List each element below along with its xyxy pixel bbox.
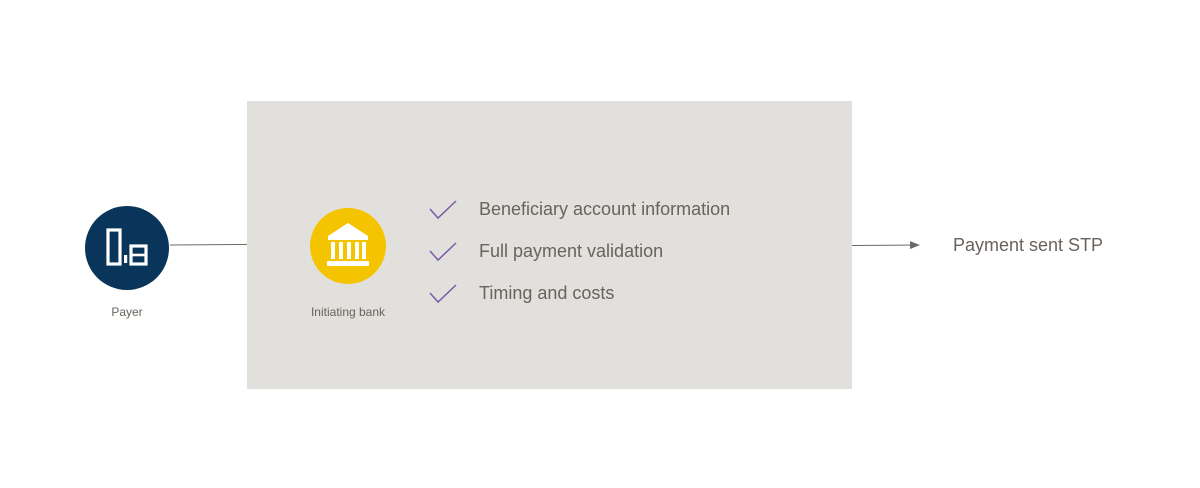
initiating-bank-node	[310, 208, 386, 284]
check-icon	[429, 242, 457, 262]
outcome-label: Payment sent STP	[953, 235, 1104, 255]
checklist-item-label: Beneficiary account information	[479, 199, 731, 219]
checklist-item-label: Timing and costs	[479, 283, 615, 303]
check-icon	[429, 200, 457, 220]
checklist-item-label: Full payment validation	[479, 241, 664, 261]
checklist-item: Timing and costs	[428, 272, 730, 314]
checklist-item: Beneficiary account information	[428, 188, 730, 230]
bank-icon	[327, 223, 369, 266]
check-icon	[429, 284, 457, 304]
building-icon	[106, 228, 148, 266]
validation-checklist: Beneficiary account information Full pay…	[428, 188, 730, 314]
checklist-item: Full payment validation	[428, 230, 730, 272]
payer-label: Payer	[111, 305, 143, 319]
payer-node	[85, 206, 169, 290]
initiating-bank-label: Initiating bank	[310, 305, 386, 319]
